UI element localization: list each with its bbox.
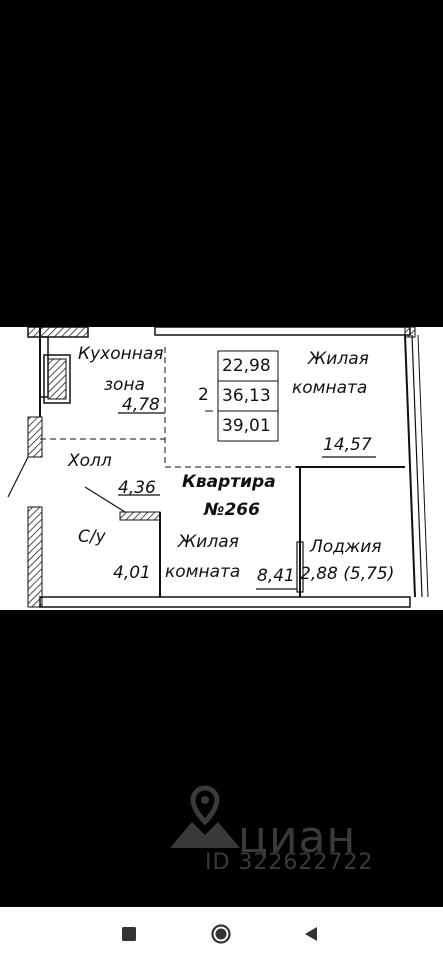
living-room-bottom-label-2: комната [165,562,241,582]
kitchen-area: 4,78 [122,395,160,415]
watermark-brand: циан [238,812,357,863]
back-button[interactable] [281,907,341,960]
home-button[interactable] [191,907,251,960]
living-room-top-area: 14,57 [323,435,372,455]
summary-area-living: 22,98 [222,356,271,376]
bath-area: 4,01 [113,563,151,583]
floor-plan-image: Кухонная зона 4,78 Холл 4,36 С/у 4,01 Жи… [0,327,443,610]
living-room-bottom-area: 8,41 [257,566,295,586]
location-pin-icon [170,785,240,848]
summary-area-full: 39,01 [222,416,271,436]
kitchen-label: Кухонная [78,344,164,364]
living-room-top-label: Жилая [308,349,369,369]
system-nav-bar [0,907,443,960]
apartment-number: №266 [204,500,260,520]
living-room-bottom-label: Жилая [178,532,239,552]
kitchen-label-2: зона [104,375,145,395]
summary-rooms: 2 [198,385,209,405]
living-room-top-label-2: комната [292,378,368,398]
bath-label: С/у [78,527,106,547]
watermark-id: ID 322622722 [205,850,374,875]
circle-icon [211,923,231,944]
square-icon [122,926,136,941]
hall-label: Холл [68,451,112,471]
apartment-label: Квартира [182,472,276,492]
hall-area: 4,36 [118,478,156,498]
loggia-label: Лоджия [310,537,382,557]
floor-plan-drawing [7,327,429,608]
triangle-back-icon [305,926,317,941]
summary-area-total: 36,13 [222,386,271,406]
recent-apps-button[interactable] [99,907,159,960]
loggia-area: 2,88 (5,75) [300,564,395,584]
